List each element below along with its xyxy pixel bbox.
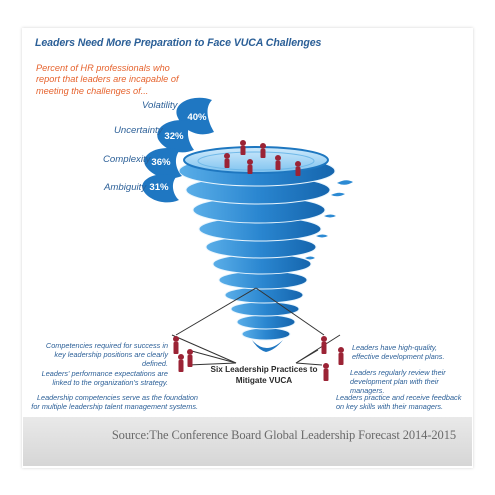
challenge-percent-uncertainty: 32% — [164, 131, 184, 142]
practice-right-2: Leaders regularly review their developme… — [350, 368, 446, 396]
challenge-percent-volatility: 40% — [187, 112, 207, 123]
practice-left-1: Competencies required for success in key… — [45, 341, 168, 369]
connector-lines — [171, 287, 341, 366]
challenge-label-volatility: Volatility — [142, 100, 178, 111]
practice-right-3: Leaders practice and receive feedback on… — [336, 393, 462, 412]
practice-right-1: Leaders have high-quality, effective dev… — [352, 343, 445, 362]
challenge-percent-complexity: 36% — [151, 157, 171, 168]
source-citation: Source:The Conference Board Global Leade… — [111, 428, 456, 442]
people-figures-top — [224, 140, 301, 176]
tornado-bands — [178, 146, 336, 341]
source-footer — [23, 417, 472, 466]
infographic-title: Leaders Need More Preparation to Face VU… — [35, 37, 322, 49]
percentage-droplets — [142, 97, 214, 203]
people-figures-bottom — [173, 336, 344, 381]
swirl-droplets — [305, 180, 353, 260]
practice-left-3: Leadership competencies serve as the fou… — [31, 393, 198, 412]
practice-left-2: Leaders' performance expectations are li… — [41, 369, 168, 388]
challenge-label-uncertainty: Uncertainty — [114, 125, 163, 136]
challenge-label-ambiguity: Ambiguity — [104, 182, 147, 193]
center-practices-label: Six Leadership Practices to Mitigate VUC… — [210, 365, 318, 385]
challenge-percent-ambiguity: 31% — [149, 182, 169, 193]
challenge-label-complexity: Complexity — [103, 154, 151, 165]
intro-text: Percent of HR professionals who report t… — [36, 63, 179, 96]
